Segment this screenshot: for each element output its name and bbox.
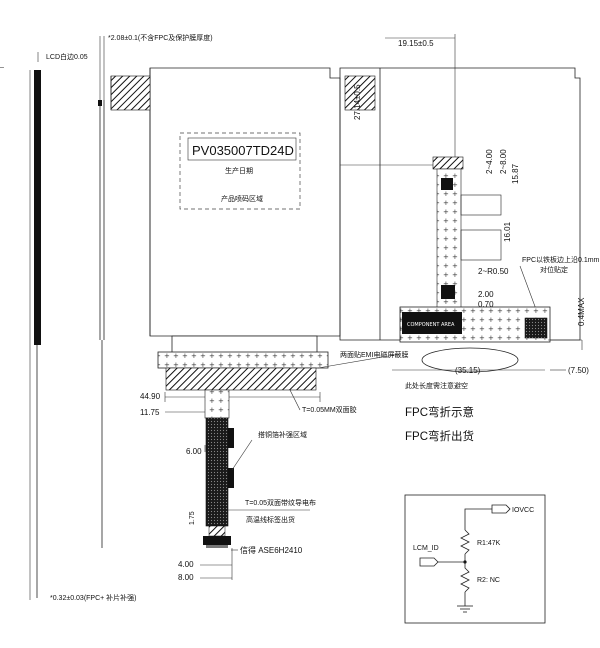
front-fpc-strip-dots <box>157 351 329 369</box>
dim-4: 4.00 <box>178 560 194 569</box>
dim-200: 2.00 <box>478 290 494 299</box>
bend-ellipse <box>421 347 519 373</box>
product-code-label: 产品喷码区域 <box>221 194 263 203</box>
side-marker: _ <box>0 61 4 68</box>
side-view: *2.08±0.1(不含FPC及保护膜厚度) LCD白边0.05 _ *0.32… <box>0 33 213 602</box>
connector-block <box>203 536 231 545</box>
iovcc-flag <box>491 504 511 514</box>
align-note: 对位贴定 <box>540 265 568 274</box>
note-top-thickness: *2.08±0.1(不含FPC及保护膜厚度) <box>108 33 213 42</box>
dim-back-4: 2~4.00 <box>485 149 494 174</box>
dim-2714: 27.14±0.5 <box>353 84 362 120</box>
dim-1587: 15.87 <box>511 163 520 184</box>
lcm-id-label: LCM_ID <box>413 545 439 552</box>
dim-3515: (35.15) <box>455 366 481 375</box>
dim-1915: 19.15±0.5 <box>398 39 434 48</box>
bend-length-note: 此处长度需注意避空 <box>405 381 468 390</box>
back-corner-hatch <box>344 75 376 111</box>
dim-8: 8.00 <box>178 573 194 582</box>
r2-resistor <box>460 562 470 593</box>
panel-side-bar <box>34 70 41 345</box>
front-fpc-strip-hatch <box>165 367 317 391</box>
conductive-tape-note: T=0.05双面带纹导电布 <box>245 498 316 507</box>
schematic-frame <box>404 494 546 624</box>
note-lcd-white: LCD白边0.05 <box>46 52 88 61</box>
dim-04max: 0.4MAX <box>577 297 586 326</box>
dim-r050: 2~R0.50 <box>478 267 509 276</box>
model-number: PV035007TD24D <box>192 143 294 158</box>
stiffener-area-label: 搭铜箔补强区域 <box>258 430 307 439</box>
front-corner-hatch <box>110 75 151 111</box>
label-area-box <box>179 132 301 210</box>
dim-back-8: 2~8.00 <box>499 149 508 174</box>
tape-note: T=0.05MM双面胶 <box>302 405 357 414</box>
dim-fpc-width: 11.75 <box>140 408 160 417</box>
emi-note: 两面贴EMI电磁屏蔽膜 <box>340 350 408 359</box>
id-schematic: IOVCC R1:47K LCM_ID R2: NC <box>404 494 546 624</box>
fpc-tail-stiffener <box>205 417 229 527</box>
fpc-align-note: FPC以铁板边上沿0.1mm <box>522 255 600 264</box>
production-date-label: 生产日期 <box>225 166 253 175</box>
fpc-bend-ship-label: FPC弯折出货 <box>405 429 474 443</box>
front-view: PV035007TD24D 生产日期 产品喷码区域 44.90 11.75 T=… <box>110 67 357 582</box>
component-area <box>402 312 462 334</box>
iovcc-label: IOVCC <box>512 507 534 514</box>
component-area-label: COMPONENT AREA <box>407 322 455 328</box>
dim-6: 6.00 <box>186 447 202 456</box>
r2-label: R2: NC <box>477 577 500 584</box>
dim-width: 44.90 <box>140 392 161 401</box>
note-bottom-thickness: *0.32±0.03(FPC+ 补片补强) <box>50 593 137 602</box>
r1-resistor <box>460 529 470 555</box>
r1-label: R1:47K <box>477 540 501 547</box>
back-panel-outline <box>339 67 581 341</box>
dim-750: (7.50) <box>568 366 589 375</box>
dim-1601: 16.01 <box>503 221 512 242</box>
fpc-bend-diagram-label: FPC弯折示意 <box>405 405 474 419</box>
back-view: 19.15±0.5 27.14±0.5 2~4.00 2~8.00 15.87 … <box>317 34 600 390</box>
dim-070: 0.70 <box>478 300 494 309</box>
high-temp-label-note: 高温线标签出货 <box>246 515 295 524</box>
dim-175: 1.75 <box>189 511 196 525</box>
lcm-id-flag <box>419 557 439 567</box>
connector-label: 信得 ASE6H2410 <box>240 545 303 555</box>
